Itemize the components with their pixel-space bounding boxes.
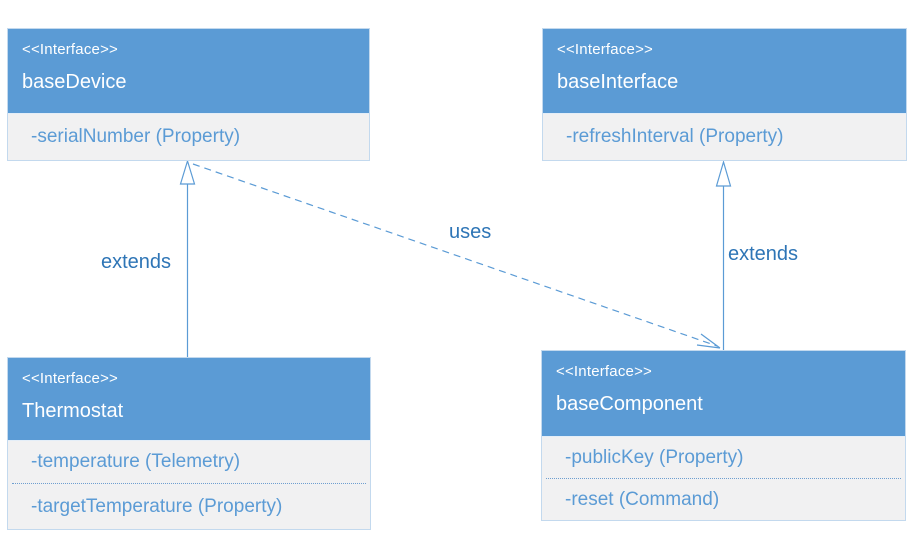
extends-arrow-left	[179, 158, 196, 357]
stereotype-label: <<Interface>>	[557, 41, 654, 58]
interface-node-basedevice: <<Interface>> baseDevice -serialNumber (…	[7, 28, 370, 161]
interface-node-thermostat: <<Interface>> Thermostat -temperature (T…	[7, 357, 371, 530]
stereotype-label: <<Interface>>	[22, 41, 119, 58]
stereotype-label: <<Interface>>	[22, 370, 119, 387]
node-header: <<Interface>> baseInterface	[543, 29, 906, 114]
uses-arrow	[192, 163, 721, 349]
member-row: -refreshInterval (Property)	[566, 126, 784, 147]
open-v-arrowhead-icon	[696, 333, 721, 349]
node-name: baseDevice	[22, 71, 127, 93]
node-header: <<Interface>> baseDevice	[8, 29, 369, 114]
member-row: -reset (Command)	[565, 488, 720, 510]
edge-label-extends-right: extends	[728, 243, 799, 265]
member-row: -publicKey (Property)	[565, 446, 744, 468]
node-body: -refreshInterval (Property)	[543, 114, 906, 160]
node-name: baseComponent	[556, 393, 703, 415]
node-body: -publicKey (Property) -reset (Command)	[542, 437, 905, 520]
edge-label-uses: uses	[449, 221, 492, 243]
node-header: <<Interface>> baseComponent	[542, 351, 905, 437]
node-body: -temperature (Telemetry) -targetTemperat…	[8, 441, 370, 529]
node-body: -serialNumber (Property)	[8, 114, 369, 160]
member-separator	[546, 478, 901, 479]
open-triangle-arrowhead-icon	[715, 159, 732, 187]
interface-node-basecomponent: <<Interface>> baseComponent -publicKey (…	[541, 350, 906, 521]
member-separator	[12, 483, 366, 484]
member-row: -targetTemperature (Property)	[31, 495, 283, 517]
node-name: Thermostat	[22, 400, 124, 422]
member-row: -serialNumber (Property)	[31, 126, 241, 147]
member-row: -temperature (Telemetry)	[31, 451, 241, 472]
interface-node-baseinterface: <<Interface>> baseInterface -refreshInte…	[542, 28, 907, 161]
node-header: <<Interface>> Thermostat	[8, 358, 370, 441]
open-triangle-arrowhead-icon	[179, 158, 196, 185]
node-name: baseInterface	[557, 71, 679, 93]
stereotype-label: <<Interface>>	[556, 363, 653, 380]
edge-label-extends-left: extends	[101, 251, 172, 273]
